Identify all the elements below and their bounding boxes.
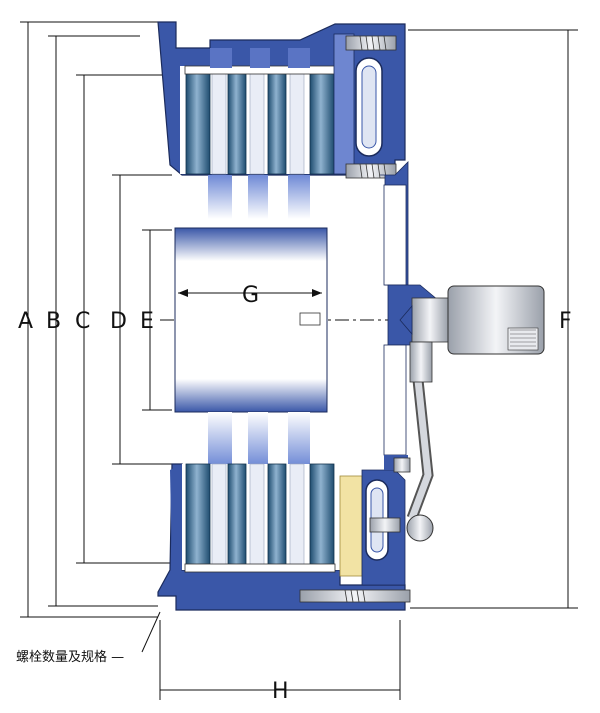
central-shaft <box>174 227 328 413</box>
label-A: A <box>18 309 33 334</box>
bolt-spec-note: 螺栓数量及规格 — <box>16 649 124 665</box>
label-C: C <box>75 309 90 334</box>
dimension-line-F <box>408 29 578 609</box>
label-F: F <box>559 309 572 334</box>
bolt-note-leader <box>141 611 161 653</box>
label-D: D <box>110 309 127 334</box>
label-H: H <box>272 679 289 704</box>
lower-housing <box>157 412 411 611</box>
dimension-lines-left <box>20 21 172 618</box>
label-B: B <box>46 309 61 334</box>
label-G: G <box>242 283 259 308</box>
rotary-joint <box>399 285 545 355</box>
dimension-line-H <box>159 620 401 700</box>
label-E: E <box>140 309 154 334</box>
connecting-pipe <box>406 341 434 542</box>
upper-housing <box>157 21 406 219</box>
